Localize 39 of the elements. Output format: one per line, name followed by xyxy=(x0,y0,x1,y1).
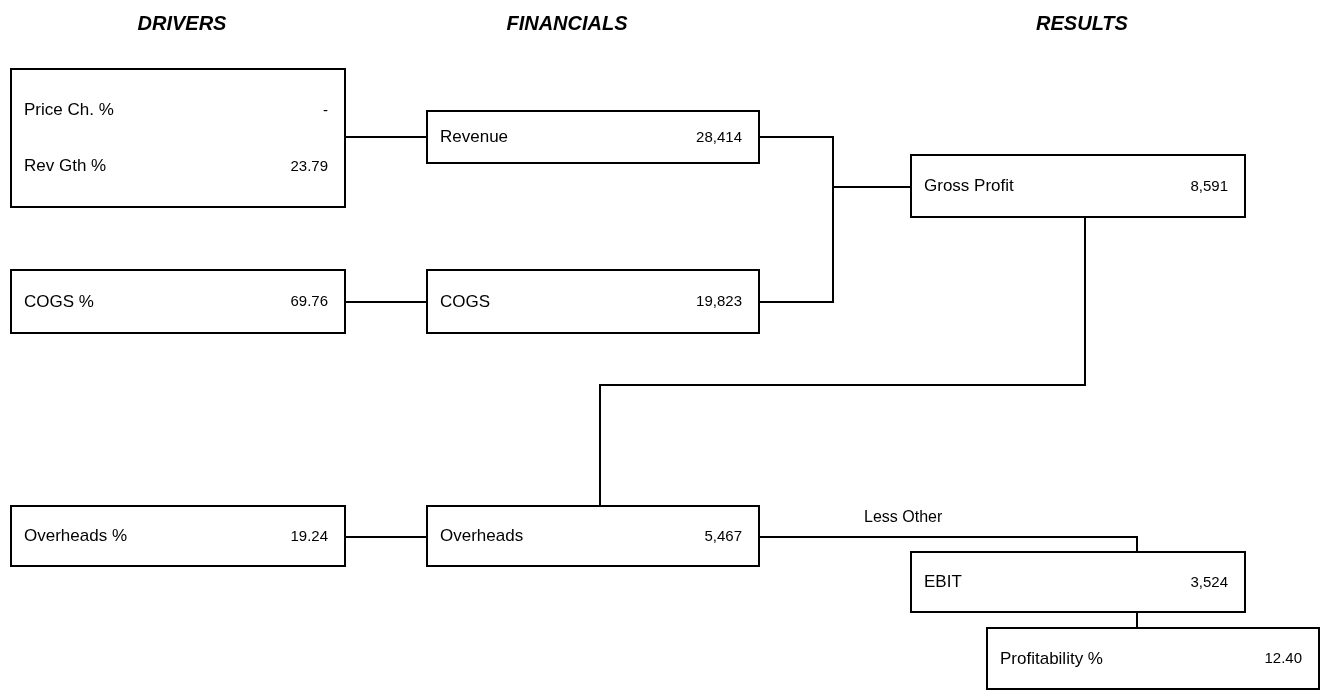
metric-box xyxy=(910,551,1246,613)
connector-line xyxy=(759,186,911,303)
metric-name: Rev Gth % xyxy=(24,155,107,178)
metric-name: Overheads xyxy=(440,525,524,548)
metric-name: Revenue xyxy=(440,126,509,149)
metric-value: 3,524 xyxy=(1190,571,1229,592)
metric-value: 19.24 xyxy=(290,525,329,546)
metric-value: 69.76 xyxy=(290,291,329,312)
connector-line xyxy=(599,217,1086,506)
metric-name: Price Ch. % xyxy=(24,99,114,122)
metric-name: Overheads % xyxy=(24,525,127,548)
column-heading: FINANCIALS xyxy=(506,11,628,36)
metric-value: 23.79 xyxy=(290,155,329,176)
metric-name: Profitability % xyxy=(1000,647,1103,670)
metric-value: 19,823 xyxy=(696,291,743,312)
metric-value: 12.40 xyxy=(1264,648,1303,669)
metric-box xyxy=(426,269,760,334)
column-heading: DRIVERS xyxy=(137,11,227,36)
metric-name: COGS xyxy=(440,290,491,313)
metric-box xyxy=(426,110,760,164)
metric-box xyxy=(986,627,1320,690)
metric-box xyxy=(10,269,346,334)
metric-box xyxy=(10,68,346,208)
connector-line xyxy=(345,536,427,538)
column-heading: RESULTS xyxy=(1036,11,1128,36)
metric-value: - xyxy=(323,99,329,120)
metric-name: COGS % xyxy=(24,290,94,313)
metric-box xyxy=(426,505,760,567)
metric-value: 5,467 xyxy=(704,525,743,546)
metric-value: 28,414 xyxy=(696,126,743,147)
metric-box xyxy=(910,154,1246,218)
connector-line xyxy=(345,136,427,138)
metric-box xyxy=(10,505,346,567)
metric-name: EBIT xyxy=(924,571,962,594)
connector-line xyxy=(345,301,427,303)
connector-line xyxy=(759,536,1138,552)
metric-value: 8,591 xyxy=(1190,175,1229,196)
metric-name: Gross Profit xyxy=(924,175,1014,198)
connector-line xyxy=(1136,612,1138,628)
